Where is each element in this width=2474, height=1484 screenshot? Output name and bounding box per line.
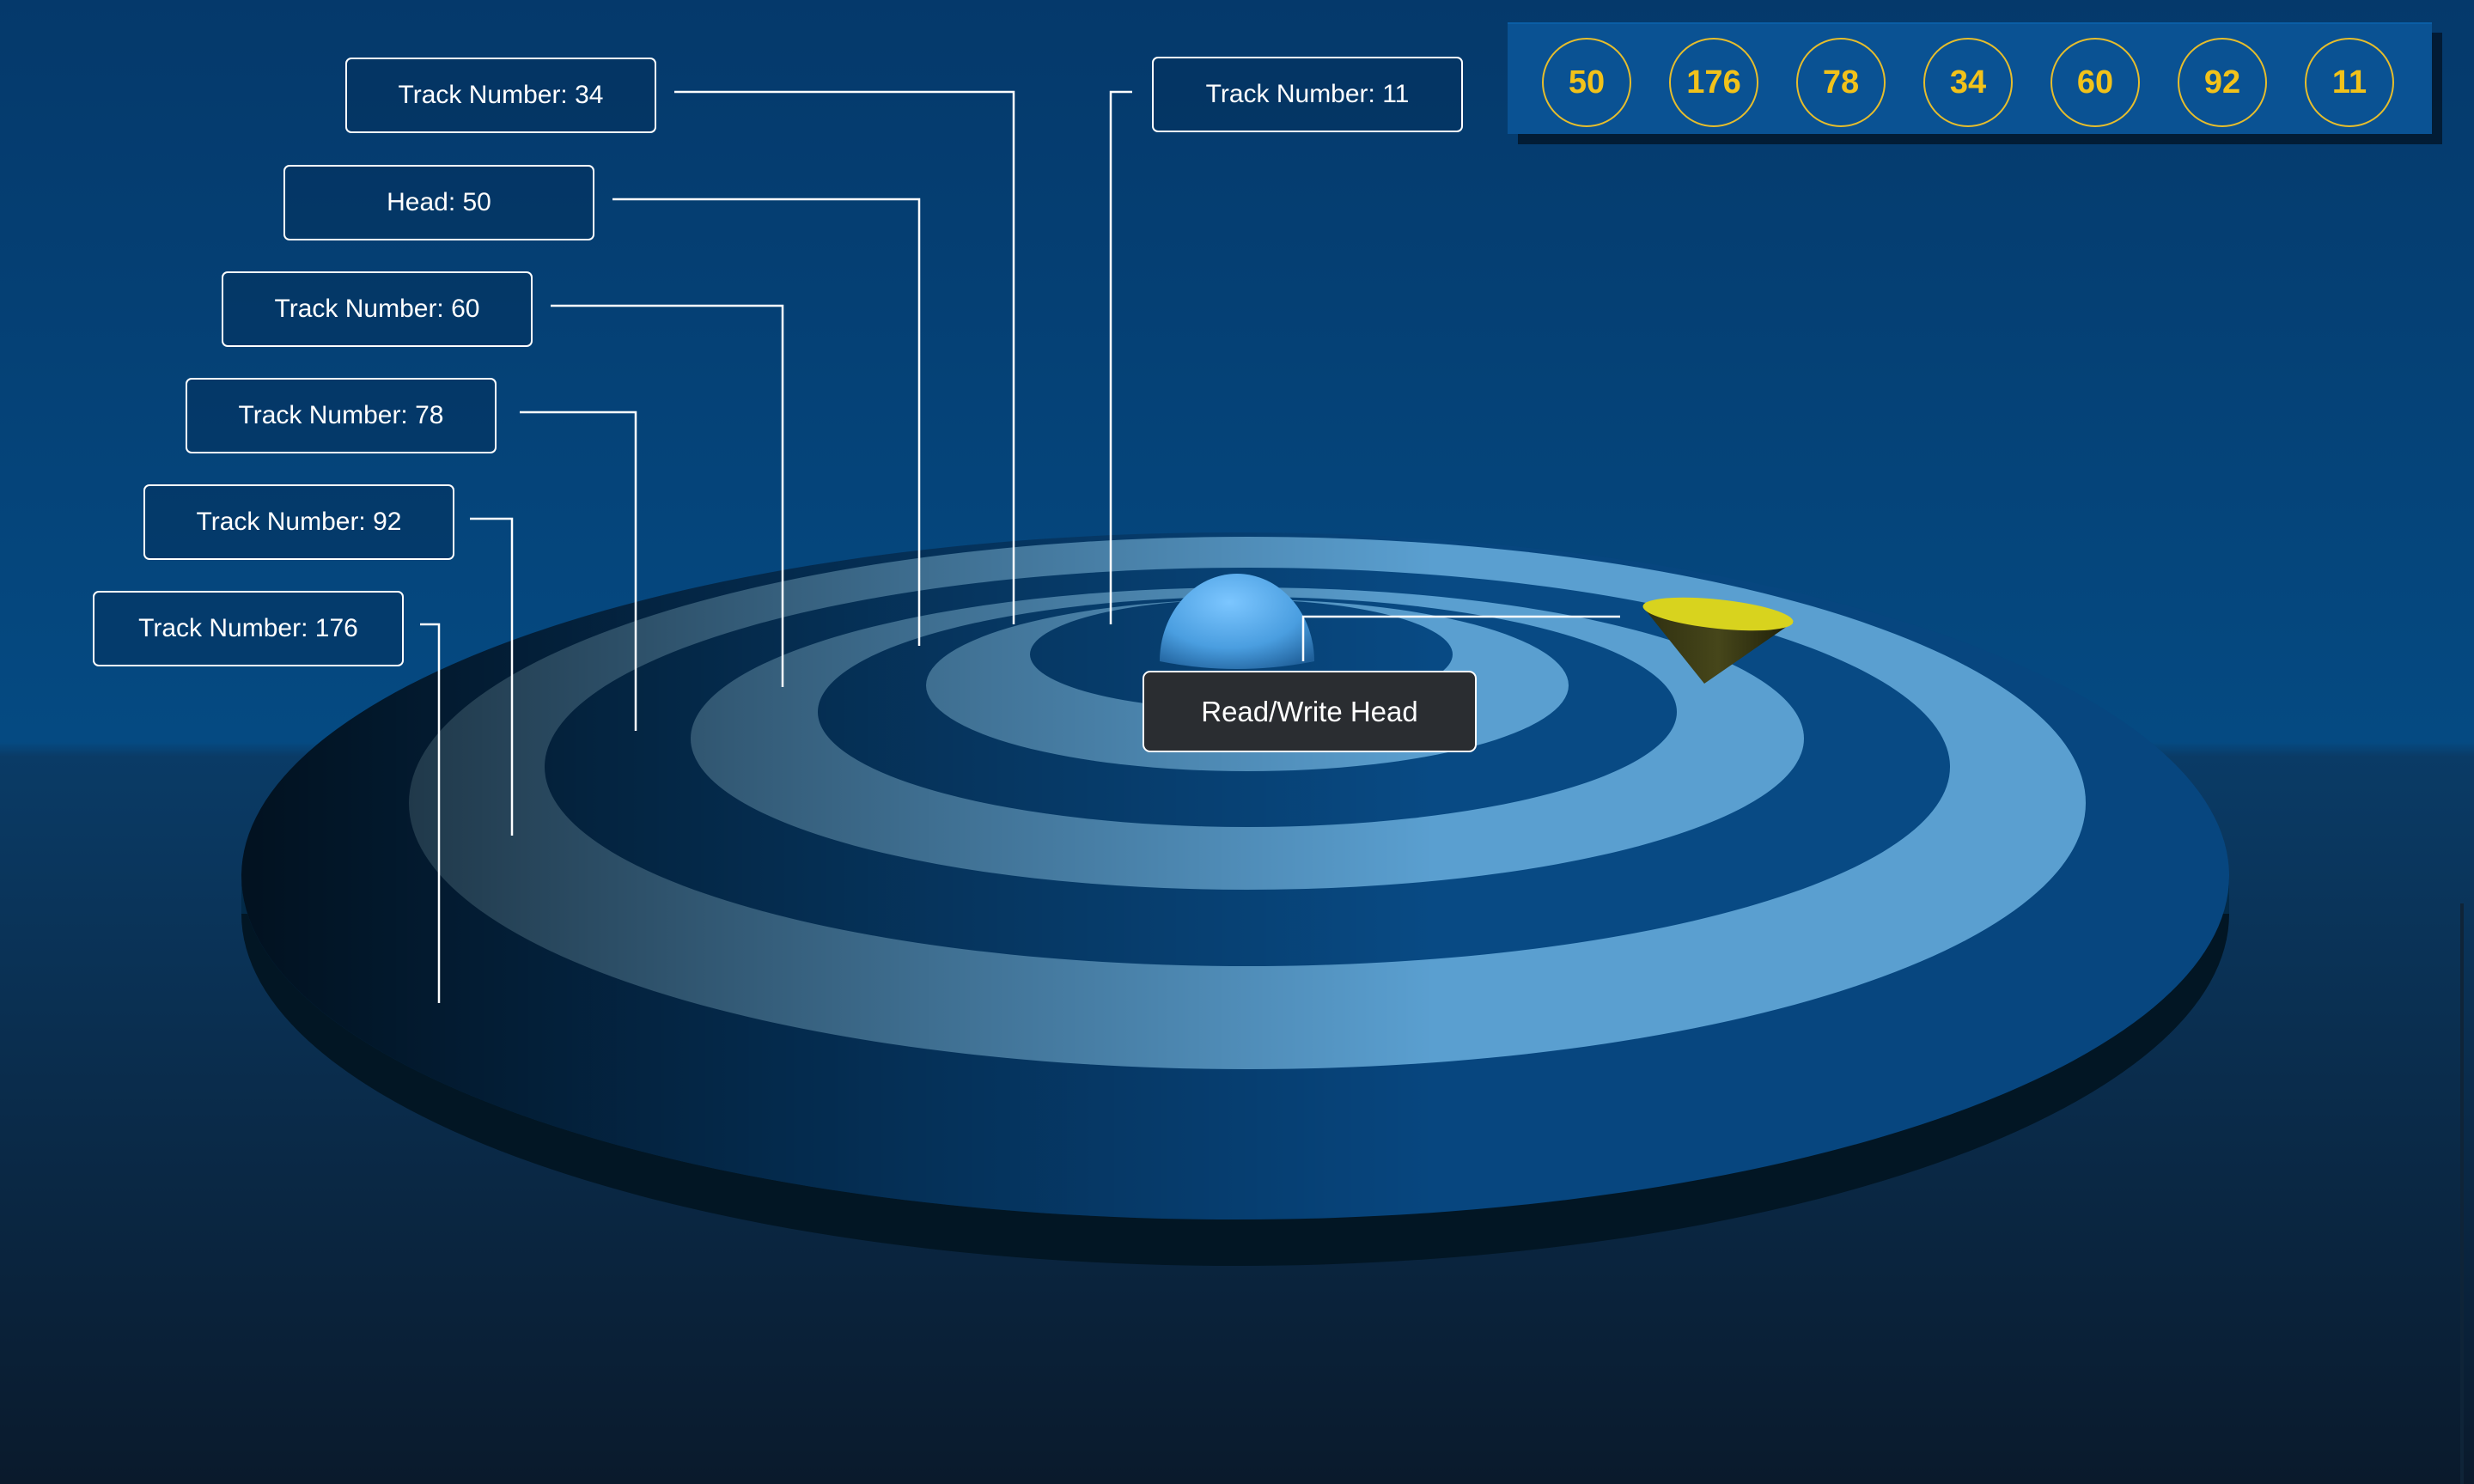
spindle-dome	[1160, 574, 1314, 669]
label-track-60: Track Number: 60	[222, 271, 533, 347]
read-write-head-label: Read/Write Head	[1143, 671, 1477, 752]
label-track-92: Track Number: 92	[143, 484, 454, 560]
label-track-11: Track Number: 11	[1152, 57, 1463, 132]
leader-lines	[420, 90, 1620, 1003]
leader-track-92	[470, 517, 514, 836]
leader-head-50	[612, 198, 921, 646]
queue-item: 50	[1542, 38, 1631, 127]
queue-item: 11	[2305, 38, 2394, 127]
queue-item: 34	[1923, 38, 2013, 127]
leader-track-34	[674, 90, 1015, 624]
label-track-34: Track Number: 34	[345, 58, 656, 133]
label-track-176: Track Number: 176	[93, 591, 404, 666]
read-write-head-cone	[1642, 597, 1794, 684]
leader-read-write-head	[1301, 615, 1620, 661]
queue-item: 92	[2178, 38, 2267, 127]
queue-item: 60	[2050, 38, 2140, 127]
leader-track-11	[1109, 90, 1132, 624]
queue-item: 78	[1796, 38, 1886, 127]
leader-track-60	[551, 304, 784, 687]
platter	[241, 532, 2229, 1266]
leader-track-176	[420, 623, 441, 1003]
label-track-78: Track Number: 78	[186, 378, 497, 453]
request-queue-panel: 50 176 78 34 60 92 11	[1508, 22, 2432, 134]
label-head-50: Head: 50	[283, 165, 594, 240]
queue-item: 176	[1669, 38, 1758, 127]
leader-track-78	[520, 411, 637, 731]
